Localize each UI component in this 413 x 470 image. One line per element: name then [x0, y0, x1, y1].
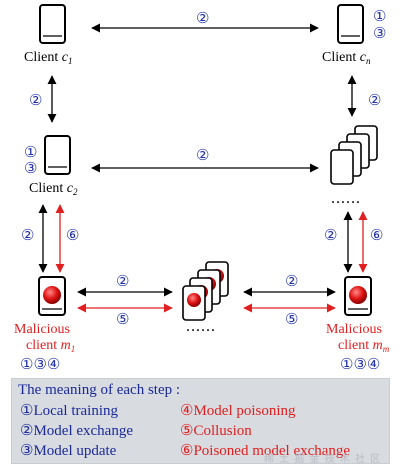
watermark-text: 稀 土 掘 金 技 术 社 区 [264, 454, 382, 465]
edge-label-bottom-left-red: ⑤ [116, 312, 130, 328]
phone-icon-c1 [39, 4, 66, 44]
steps-cn-1: ① [373, 9, 387, 25]
label-client-cn: Client cn [322, 50, 371, 66]
edge-label-top: ② [196, 11, 210, 27]
dots-right: ...... [331, 190, 361, 207]
edge-label-left-v2: ② [21, 228, 35, 244]
legend-item-local-training: ①Local training [20, 403, 118, 419]
phone-icon-c2 [44, 135, 71, 175]
steps-cn-3: ③ [373, 26, 387, 42]
malicious-phone-icon-m1 [38, 276, 66, 316]
edge-label-bottom-right-red: ⑤ [285, 312, 299, 328]
edge-label-right-v2-red: ⑥ [370, 228, 384, 244]
malicious-phone-icon-mm [344, 276, 372, 316]
edge-label-right-v1: ② [368, 93, 382, 109]
legend-title: The meaning of each step : [18, 382, 181, 398]
steps-c2-3: ③ [24, 161, 38, 177]
phone-icon-cn [337, 4, 364, 44]
edge-label-right-v2: ② [324, 228, 338, 244]
edge-label-middle: ② [196, 148, 210, 164]
edge-label-bottom-left: ② [116, 274, 130, 290]
legend-item-model-update: ③Model update [20, 443, 117, 459]
phone-stack-icon [330, 125, 378, 185]
steps-m1: ①③④ [20, 357, 61, 373]
label-malicious-m1: Malicious client m1 [14, 322, 76, 354]
legend-box: The meaning of each step : ①Local traini… [11, 378, 390, 464]
steps-c2-1: ① [24, 145, 38, 161]
arrows-red [55, 204, 368, 313]
legend-item-model-exchange: ②Model exchange [20, 423, 133, 439]
label-client-c1: Client c1 [24, 50, 73, 66]
edge-label-left-v1: ② [29, 93, 43, 109]
arrows-black [38, 23, 357, 297]
label-client-c2: Client c2 [29, 181, 78, 197]
malicious-phone-stack-icon [182, 261, 229, 321]
label-malicious-mm: Malicious client mm [326, 322, 390, 354]
legend-item-collusion: ⑤Collusion [180, 423, 252, 439]
legend-item-model-poisoning: ④Model poisoning [180, 403, 296, 419]
legend-item-poisoned-model-exchange: ⑥Poisoned model exchange [180, 443, 351, 459]
dots-center: ...... [186, 318, 216, 335]
edge-label-bottom-right: ② [285, 274, 299, 290]
steps-mm: ①③④ [340, 357, 381, 373]
edge-label-left-v2-red: ⑥ [66, 228, 80, 244]
